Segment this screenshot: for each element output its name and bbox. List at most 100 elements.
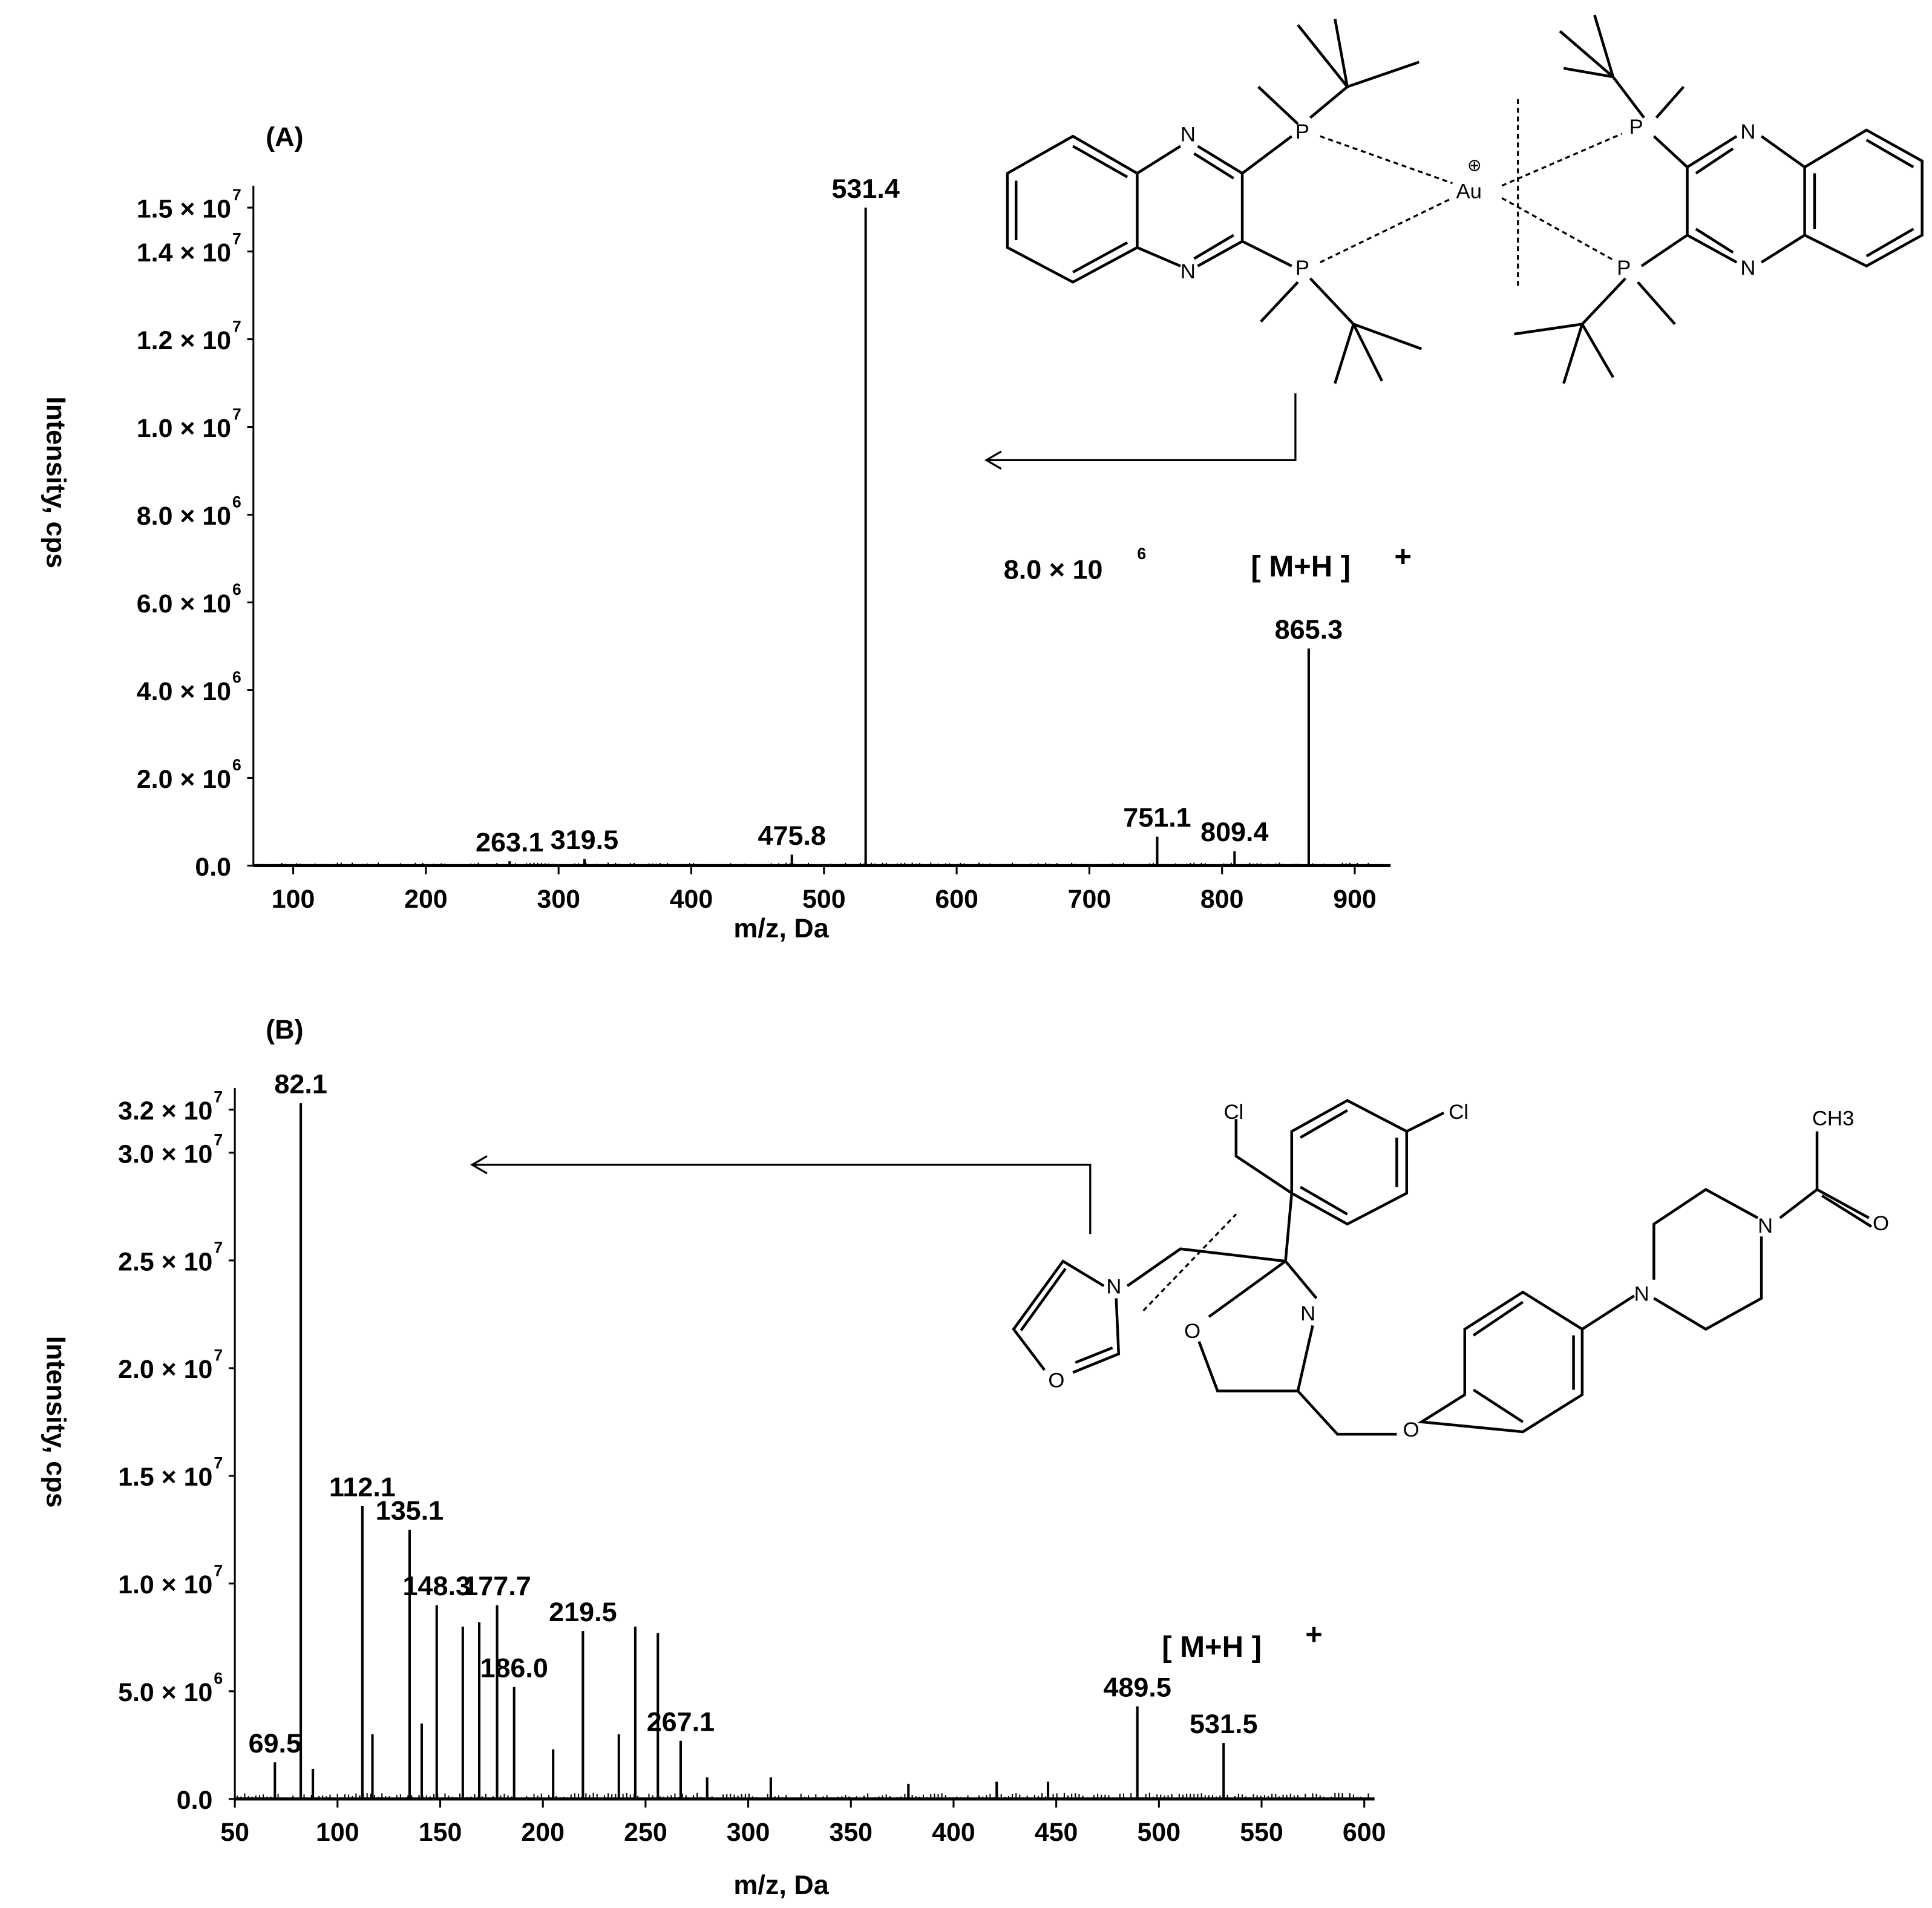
y-tick-label: 1.5 × 10 <box>137 194 231 223</box>
svg-text:[ M+H ]: [ M+H ] <box>1251 550 1351 583</box>
y-tick-exponent: 7 <box>214 1346 223 1365</box>
y-tick-exponent: 7 <box>214 1087 223 1106</box>
y-tick-label: 1.5 × 10 <box>118 1463 212 1492</box>
structure-b-ketoconazole: Cl Cl CH3 O N N O O N N O <box>1012 1099 1889 1441</box>
x-tick-label: 500 <box>1138 1818 1181 1847</box>
y-tick-label: 1.0 × 10 <box>137 414 231 443</box>
y-tick-exponent: 7 <box>214 1131 223 1149</box>
svg-text:N: N <box>1300 1302 1315 1325</box>
x-tick-label: 500 <box>802 885 846 914</box>
svg-text:CH3: CH3 <box>1812 1107 1854 1130</box>
peak-label: 531.4 <box>831 173 899 204</box>
y-tick-exponent: 7 <box>232 229 241 248</box>
peak-label: 489.5 <box>1103 1671 1171 1702</box>
peak-label: 186.0 <box>480 1652 548 1683</box>
peak-label: 263.1 <box>476 827 543 857</box>
peak-label: 148.3 <box>403 1570 471 1601</box>
y-tick-exponent: 7 <box>232 317 241 335</box>
svg-text:O: O <box>1048 1369 1064 1392</box>
x-tick-label: 600 <box>935 885 978 914</box>
peak-label: 267.1 <box>647 1706 715 1737</box>
x-tick-label: 200 <box>404 885 448 914</box>
x-tick-label: 250 <box>624 1818 667 1847</box>
x-tick-label: 350 <box>829 1818 873 1847</box>
svg-text:O: O <box>1873 1212 1889 1235</box>
x-tick-label: 550 <box>1240 1818 1283 1847</box>
y-tick-label: 2.0 × 10 <box>137 765 231 794</box>
svg-text:8.0 × 10: 8.0 × 10 <box>1004 554 1103 585</box>
svg-text:N: N <box>1740 257 1755 280</box>
peak-label: 219.5 <box>549 1596 617 1627</box>
svg-text:O: O <box>1184 1320 1200 1343</box>
panel-b-ylabel: Intensity, cps <box>41 1336 72 1508</box>
peak-label: 319.5 <box>551 824 618 855</box>
panel-a-arrow <box>984 393 1297 470</box>
y-tick-label: 2.5 × 10 <box>118 1247 212 1276</box>
x-tick-label: 400 <box>932 1818 975 1847</box>
x-tick-label: 150 <box>419 1818 462 1847</box>
svg-text:Cl: Cl <box>1223 1101 1243 1124</box>
peak-label: 475.8 <box>758 820 825 851</box>
peak-label: 112.1 <box>329 1471 396 1502</box>
x-tick-label: 900 <box>1333 885 1377 914</box>
svg-text:+: + <box>1394 540 1412 573</box>
peak-label: 135.1 <box>376 1495 444 1526</box>
panel-a-label: (A) <box>266 121 303 152</box>
svg-text:⊕: ⊕ <box>1467 156 1482 175</box>
x-tick-label: 450 <box>1035 1818 1078 1847</box>
svg-text:N: N <box>1106 1275 1121 1298</box>
peak-label: 751.1 <box>1123 802 1191 833</box>
peak-label: 177.7 <box>463 1570 531 1601</box>
peak-label: 69.5 <box>249 1728 301 1759</box>
svg-text:N: N <box>1740 120 1755 143</box>
y-tick-exponent: 6 <box>232 493 241 511</box>
y-tick-exponent: 6 <box>214 1670 223 1688</box>
y-tick-exponent: 6 <box>232 668 241 686</box>
y-tick-label: 5.0 × 10 <box>118 1678 212 1707</box>
y-tick-label: 0.0 <box>195 853 231 882</box>
panel-a-scale-note: 8.0 × 10 6 <box>1004 545 1146 585</box>
y-tick-exponent: 7 <box>232 405 241 423</box>
x-tick-label: 50 <box>220 1818 249 1847</box>
y-tick-label: 6.0 × 10 <box>137 589 231 618</box>
peak-label: 865.3 <box>1275 614 1343 644</box>
y-tick-exponent: 6 <box>232 756 241 774</box>
x-tick-label: 100 <box>272 885 315 914</box>
x-tick-label: 300 <box>537 885 580 914</box>
y-tick-label: 2.0 × 10 <box>118 1355 212 1384</box>
svg-text:Cl: Cl <box>1449 1101 1469 1124</box>
svg-text:Au: Au <box>1456 180 1481 203</box>
x-tick-label: 700 <box>1068 885 1112 914</box>
y-tick-exponent: 7 <box>214 1239 223 1257</box>
svg-text:P: P <box>1617 257 1631 280</box>
panel-a-ion-label: [ M+H ] + <box>1251 540 1412 583</box>
y-tick-label: 1.0 × 10 <box>118 1570 212 1599</box>
y-tick-exponent: 7 <box>214 1454 223 1472</box>
panel-b-label: (B) <box>266 1014 303 1044</box>
svg-text:6: 6 <box>1137 545 1146 563</box>
y-tick-label: 8.0 × 10 <box>137 502 231 531</box>
svg-text:P: P <box>1629 116 1643 139</box>
panel-b-ion-label: [ M+H ] + <box>1162 1618 1323 1663</box>
svg-text:N: N <box>1180 260 1196 283</box>
y-tick-label: 4.0 × 10 <box>137 677 231 706</box>
svg-text:P: P <box>1295 120 1309 143</box>
y-tick-label: 0.0 <box>177 1786 213 1815</box>
panel-b-arrow <box>470 1155 1092 1234</box>
y-tick-exponent: 6 <box>232 580 241 598</box>
x-tick-label: 300 <box>727 1818 770 1847</box>
baseline-noise <box>255 862 1384 866</box>
panel-b-xlabel: m/z, Da <box>733 1869 829 1900</box>
svg-text:+: + <box>1305 1618 1323 1651</box>
y-tick-exponent: 7 <box>214 1562 223 1580</box>
peak-label: 82.1 <box>274 1069 327 1100</box>
x-tick-label: 100 <box>316 1818 359 1847</box>
panel-a-ylabel: Intensity, cps <box>41 396 72 568</box>
y-tick-label: 1.4 × 10 <box>137 238 231 267</box>
y-tick-label: 1.2 × 10 <box>137 326 231 355</box>
svg-text:N: N <box>1634 1283 1649 1306</box>
x-tick-label: 600 <box>1343 1818 1386 1847</box>
